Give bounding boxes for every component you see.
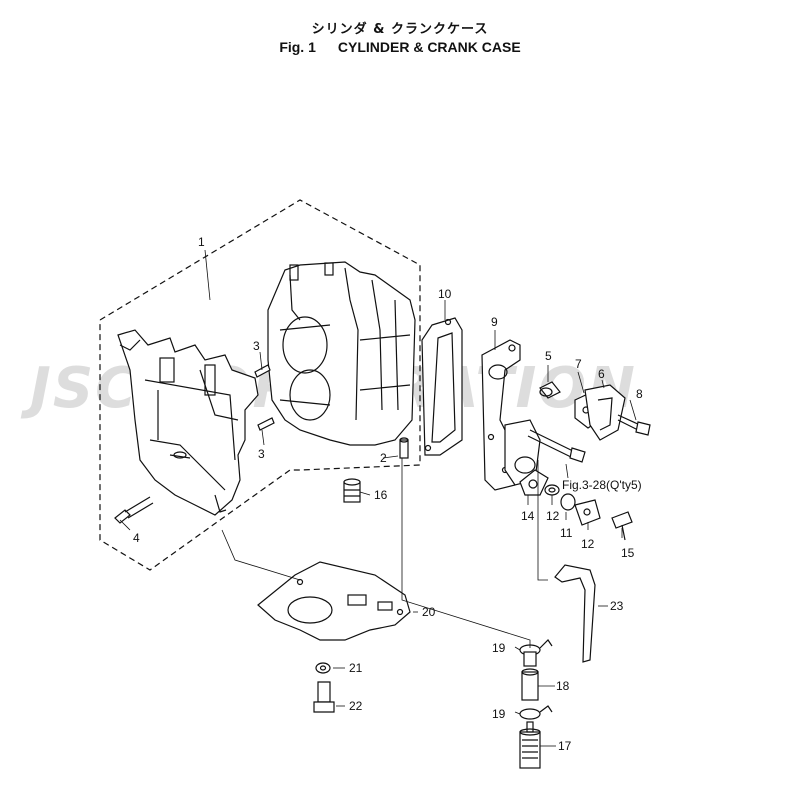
callout-1: 1 [198, 235, 205, 249]
callout-5: 5 [545, 349, 552, 363]
figure-number: Fig. 1 [279, 39, 316, 55]
callout-labels: 1 2 3 3 4 5 6 7 8 9 10 11 12 12 14 15 16… [133, 235, 643, 753]
callout-12b: 12 [581, 537, 595, 551]
bolt-long[interactable] [527, 429, 586, 463]
callout-12a: 12 [546, 509, 560, 523]
title-english-line: Fig. 1 CYLINDER & CRANK CASE [0, 39, 800, 55]
valve-part-5[interactable] [539, 381, 561, 399]
callout-8: 8 [636, 387, 643, 401]
dowel-pin-upper[interactable] [254, 364, 271, 378]
clamp-part-19-lower[interactable] [519, 705, 553, 720]
outlet-housing[interactable] [504, 419, 541, 486]
callout-4: 4 [133, 531, 140, 545]
callout-3-lower: 3 [258, 447, 265, 461]
callout-18: 18 [556, 679, 570, 693]
callout-17: 17 [558, 739, 572, 753]
callout-23: 23 [610, 599, 624, 613]
housing-part-6[interactable] [584, 384, 626, 441]
callout-16: 16 [374, 488, 388, 502]
filter-part-17[interactable] [519, 721, 541, 769]
dowel-pin-lower[interactable] [257, 417, 275, 431]
callout-2: 2 [380, 451, 387, 465]
tube-part-18[interactable] [521, 668, 539, 701]
title-english: CYLINDER & CRANK CASE [337, 39, 521, 55]
callout-10: 10 [438, 287, 452, 301]
washer-part-21[interactable] [315, 662, 331, 674]
cylinder-block-part[interactable] [267, 261, 416, 446]
callout-19-lower: 19 [492, 707, 506, 721]
fitting-above-clamp[interactable] [523, 651, 537, 667]
spacer-part-11[interactable] [560, 493, 576, 511]
figure-reference: Fig.3-28(Q'ty5) [562, 478, 642, 492]
callout-3-upper: 3 [253, 339, 260, 353]
callout-21: 21 [349, 661, 363, 675]
screw-part-15[interactable] [611, 511, 633, 541]
callout-20: 20 [422, 605, 436, 619]
gasket-part-14[interactable] [519, 469, 549, 496]
bolt-part-8[interactable] [617, 414, 651, 436]
callout-19-upper: 19 [492, 641, 506, 655]
callout-14: 14 [521, 509, 535, 523]
callout-22: 22 [349, 699, 363, 713]
gasket-part-10[interactable] [421, 317, 463, 456]
pin-part-2[interactable] [399, 437, 409, 459]
assembly-boundary [99, 199, 421, 571]
crankcase-part[interactable] [117, 329, 259, 516]
callout-6: 6 [598, 367, 605, 381]
callout-15: 15 [621, 546, 635, 560]
leader-lines [119, 249, 637, 747]
washer-part-12b[interactable] [574, 499, 601, 526]
washer-part-12a[interactable] [544, 484, 560, 496]
hose-part-23[interactable] [554, 564, 596, 663]
callout-9: 9 [491, 315, 498, 329]
title-japanese: シリンダ & クランクケース [311, 22, 489, 37]
gasket-part-20[interactable] [257, 561, 411, 641]
bolt-part-22[interactable] [313, 681, 335, 713]
bolt-part-4[interactable] [114, 496, 154, 524]
callout-11: 11 [560, 526, 573, 540]
callout-7: 7 [575, 357, 582, 371]
plug-part-16[interactable] [343, 478, 361, 503]
figure-title: シリンダ & クランクケース Fig. 1 CYLINDER & CRANK CA… [0, 18, 800, 55]
